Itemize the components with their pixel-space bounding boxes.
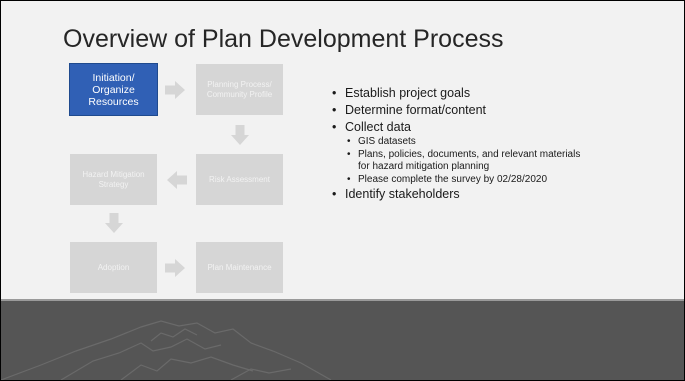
bullet-item: Collect data: [331, 119, 583, 136]
sub-bullet-item: GIS datasets: [331, 136, 583, 149]
process-step-risk-assessment: Risk Assessment: [196, 154, 283, 205]
process-step-initiation: Initiation/ Organize Resources: [69, 63, 158, 116]
arrow-down-icon: [105, 213, 123, 233]
footer-band: [1, 299, 684, 380]
arrow-right-icon: [165, 259, 185, 277]
process-step-planning: Planning Process/ Community Profile: [196, 64, 283, 115]
arrow-down-icon: [231, 125, 249, 145]
footer-divider: [1, 299, 684, 301]
mountain-icon: [1, 320, 332, 380]
bullet-list: Establish project goals Determine format…: [331, 85, 583, 203]
sub-bullet-item: Please complete the survey by 02/28/2020: [331, 174, 583, 187]
bullet-item: Determine format/content: [331, 102, 583, 119]
slide-title: Overview of Plan Development Process: [63, 25, 504, 53]
bullet-item: Establish project goals: [331, 85, 583, 102]
bullet-item: Identify stakeholders: [331, 186, 583, 203]
process-step-mitigation-strategy: Hazard Mitigation Strategy: [70, 154, 157, 205]
process-step-adoption: Adoption: [70, 242, 157, 293]
arrow-left-icon: [167, 171, 187, 189]
sub-bullet-item: Plans, policies, documents, and relevant…: [331, 149, 583, 174]
arrow-right-icon: [165, 81, 185, 99]
process-step-plan-maintenance: Plan Maintenance: [196, 242, 283, 293]
